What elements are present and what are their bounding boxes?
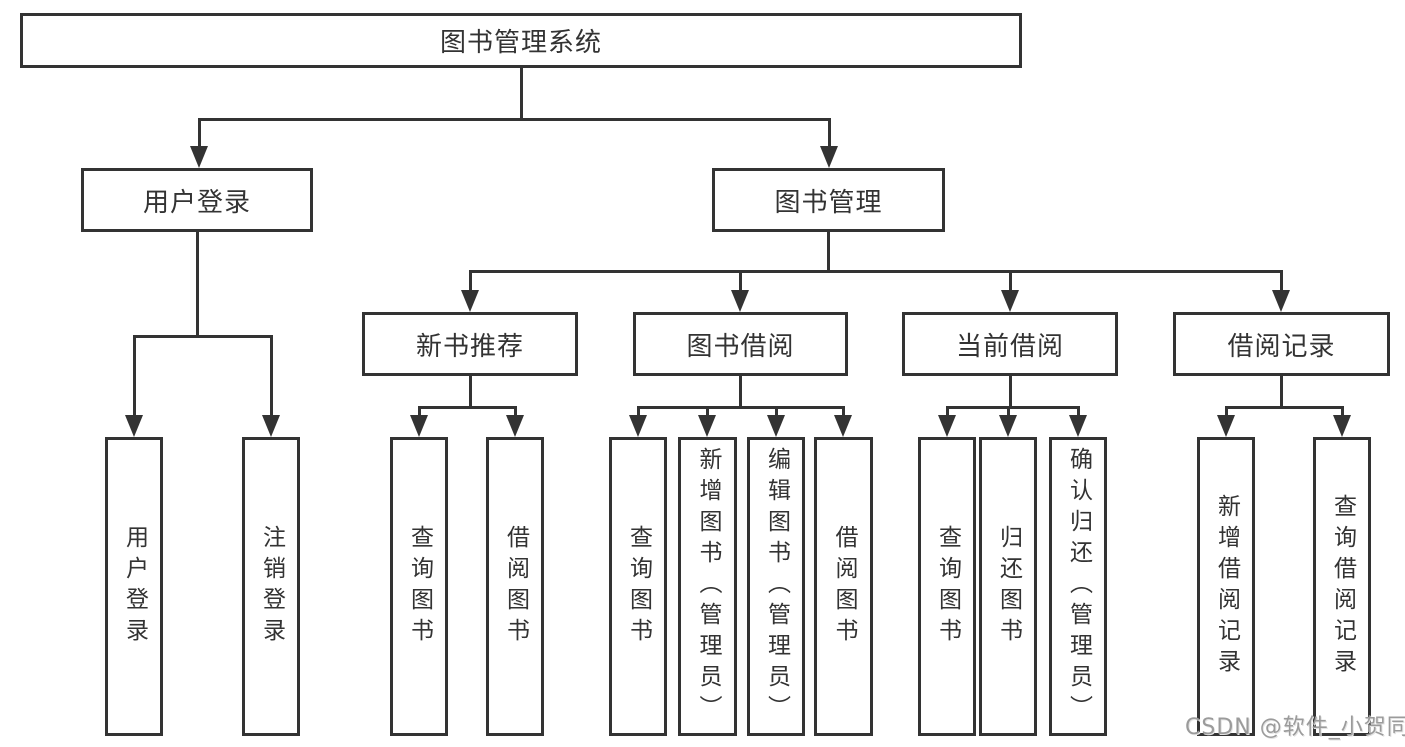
connector-borrowmod-stem [739,376,742,406]
connector-borrowmod-rail [637,406,845,409]
connector-recommend-rail [418,406,516,409]
connector-records-tail [1280,270,1283,290]
leaf-borrow-edit-books-admin: 编辑图书（管理员） [747,437,805,736]
connector-mgmt-tail [828,118,831,147]
node-new-book-recommend: 新书推荐 [362,312,578,376]
node-root-system: 图书管理系统 [20,13,1022,68]
arrowhead-down-records [1272,290,1290,312]
node-borrow-records-label: 借阅记录 [1227,331,1336,362]
arrowhead-down-user [190,146,208,168]
connector-borrowmod-c1-tail [637,406,640,415]
connector-current-tail [1009,270,1012,290]
leaf-borrow-query-books-label: 查询图书 [625,524,652,649]
node-borrow-records: 借阅记录 [1173,312,1390,376]
connector-current-rail [946,406,1078,409]
leaf-current-query-books: 查询图书 [918,437,976,736]
leaf-borrow-add-books-admin: 新增图书（管理员） [678,437,737,736]
node-current-borrow: 当前借阅 [902,312,1118,376]
connector-user-tail [198,118,201,147]
leaf-records-query-record-label: 查询借阅记录 [1329,493,1356,680]
node-user-login-branch-label: 用户登录 [142,187,251,218]
arrowhead-down-recommend [461,290,479,312]
node-book-borrow: 图书借阅 [633,312,848,376]
arrowhead-down-recommend-c2 [506,415,524,437]
arrowhead-down-borrowmod [731,290,749,312]
arrowhead-down-borrowmod-c1 [629,415,647,437]
connector-records-c2-tail [1341,406,1344,415]
connector-user-stem [196,232,199,335]
leaf-borrow-add-books-admin-label: 新增图书（管理员） [695,447,721,726]
arrowhead-down-current-c2 [999,415,1017,437]
arrowhead-down-mgmt [820,146,838,168]
leaf-borrow-borrow-books-label: 借阅图书 [831,524,857,649]
arrowhead-down-borrowmod-c3 [767,415,785,437]
connector-borrowmod-c4-tail [842,406,845,415]
leaf-current-query-books-label: 查询图书 [934,524,961,649]
arrowhead-down-current [1001,290,1019,312]
connector-current-c2-tail [1007,406,1010,415]
node-user-login-branch: 用户登录 [81,168,313,232]
leaf-current-confirm-return-admin: 确认归还（管理员） [1049,437,1107,736]
leaf-recommend-borrow-books: 借阅图书 [486,437,544,736]
connector-borrowmod-c2-tail [706,406,709,415]
connector-current-stem [1009,376,1012,406]
connector-recommend-c1-tail [418,406,421,415]
arrowhead-down-records-c2 [1333,415,1351,437]
leaf-recommend-borrow-books-label: 借阅图书 [502,524,529,649]
node-book-management: 图书管理 [712,168,945,232]
arrowhead-down-current-c3 [1069,415,1087,437]
node-book-management-label: 图书管理 [774,187,883,218]
arrowhead-down-current-c1 [938,415,956,437]
connector-mgmt-stem [827,232,830,270]
connector-current-c1-tail [946,406,949,415]
arrowhead-down-recommend-c1 [410,415,428,437]
leaf-recommend-query-books-label: 查询图书 [406,524,433,649]
arrowhead-down-user-child2 [262,415,280,437]
connector-user-child1-tail [133,335,136,415]
leaf-current-confirm-return-admin-label: 确认归还（管理员） [1065,447,1092,726]
connector-user-child2-tail [270,335,273,415]
node-book-borrow-label: 图书借阅 [686,331,795,362]
leaf-logout-label: 注销登录 [258,524,285,649]
connector-root-stem [520,68,523,118]
connector-records-c1-tail [1225,406,1228,415]
leaf-records-add-record-label: 新增借阅记录 [1213,493,1240,680]
leaf-borrow-borrow-books: 借阅图书 [814,437,873,736]
leaf-user-login: 用户登录 [105,437,163,736]
connector-user-rail [133,335,272,338]
leaf-records-query-record: 查询借阅记录 [1313,437,1371,736]
connector-root-rail [198,118,830,121]
connector-current-c3-tail [1077,406,1080,415]
leaf-borrow-query-books: 查询图书 [609,437,667,736]
leaf-records-add-record: 新增借阅记录 [1197,437,1255,736]
arrowhead-down-records-c1 [1217,415,1235,437]
arrowhead-down-borrowmod-c2 [698,415,716,437]
connector-recommend-stem [469,376,472,406]
csdn-watermark: CSDN @软件_小贺同学 [1185,715,1405,740]
connector-mgmt-rail [469,270,1282,273]
connector-recommend-tail [469,270,472,290]
connector-records-stem [1280,376,1283,406]
leaf-current-return-books: 归还图书 [979,437,1037,736]
node-current-borrow-label: 当前借阅 [955,331,1064,362]
leaf-recommend-query-books: 查询图书 [390,437,448,736]
leaf-borrow-edit-books-admin-label: 编辑图书（管理员） [763,447,790,726]
connector-borrowmod-tail [739,270,742,290]
connector-recommend-c2-tail [514,406,517,415]
node-new-book-recommend-label: 新书推荐 [415,331,524,362]
leaf-logout: 注销登录 [242,437,300,736]
connector-borrowmod-c3-tail [775,406,778,415]
leaf-current-return-books-label: 归还图书 [995,524,1022,649]
arrowhead-down-borrowmod-c4 [834,415,852,437]
leaf-user-login-label: 用户登录 [121,524,148,649]
connector-records-rail [1225,406,1342,409]
arrowhead-down-user-child1 [125,415,143,437]
node-root-system-label: 图书管理系统 [439,28,602,58]
